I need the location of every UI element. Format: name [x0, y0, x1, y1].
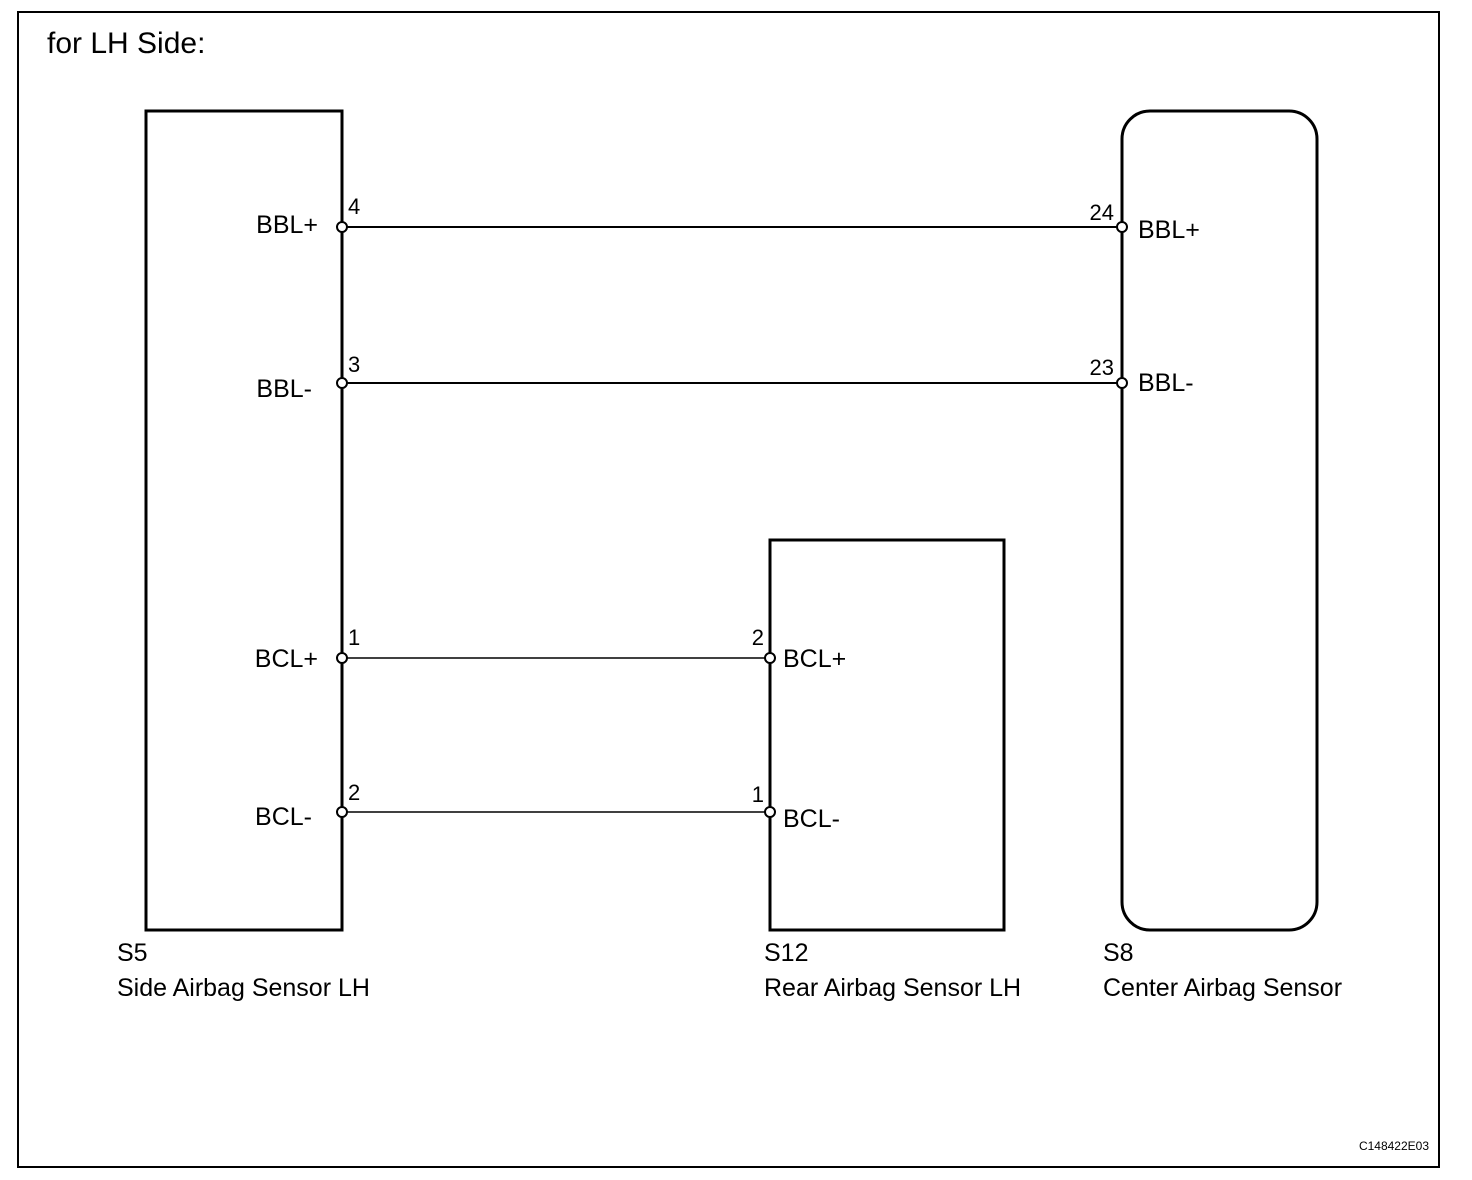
s12-terminal-2-connector	[764, 652, 776, 664]
s5-pin-number: 1	[348, 625, 360, 650]
s5-terminal-3-connector	[336, 377, 348, 389]
s12-signal-label: BCL-	[783, 805, 840, 833]
figure-reference: C148422E03	[1359, 1139, 1429, 1153]
s12-pin-number: 1	[752, 782, 764, 807]
diagram-title: for LH Side:	[47, 27, 205, 60]
s5-component-box	[144, 109, 344, 932]
s8-terminal-23-connector	[1116, 377, 1128, 389]
s12-signal-label: BCL+	[783, 645, 846, 673]
s8-pin-number: 24	[1090, 200, 1114, 225]
s8-terminal-24-connector	[1116, 221, 1128, 233]
s8-signal-label: BBL-	[1138, 369, 1194, 397]
s5-component-name: Side Airbag Sensor LH	[117, 974, 370, 1002]
s12-component-name: Rear Airbag Sensor LH	[764, 974, 1021, 1002]
s5-terminal-1-connector	[336, 652, 348, 664]
s5-signal-label: BBL-	[256, 375, 312, 403]
s12-component-box	[768, 538, 1006, 932]
s5-pin-number: 3	[348, 352, 360, 377]
s5-signal-label: BCL+	[255, 645, 318, 673]
s8-component-box	[1120, 109, 1319, 932]
s8-component-name: Center Airbag Sensor	[1103, 974, 1342, 1002]
s5-component-code: S5	[117, 939, 148, 967]
s5-terminal-2-connector	[336, 806, 348, 818]
s5-signal-label: BBL+	[256, 211, 318, 239]
s5-pin-number: 2	[348, 780, 360, 805]
s12-component-code: S12	[764, 939, 808, 967]
s12-pin-number: 2	[752, 625, 764, 650]
s5-terminal-4-connector	[336, 221, 348, 233]
s5-pin-number: 4	[348, 194, 360, 219]
s8-pin-number: 23	[1090, 355, 1114, 380]
diagram-frame	[17, 11, 1440, 1168]
s12-terminal-1-connector	[764, 806, 776, 818]
s8-component-code: S8	[1103, 939, 1134, 967]
s8-signal-label: BBL+	[1138, 216, 1200, 244]
s5-signal-label: BCL-	[255, 803, 312, 831]
